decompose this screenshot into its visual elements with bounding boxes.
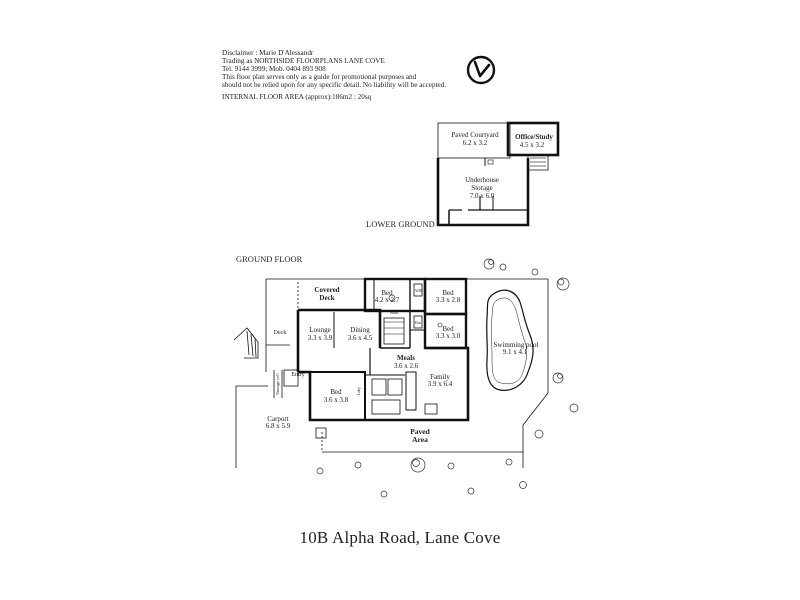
disclaimer-line: This floor plan serves only as a guide f…	[222, 72, 417, 81]
underhouse-storage-walls	[436, 158, 530, 227]
disclaimer-line: should not be relied upon for any specif…	[222, 80, 447, 89]
covered-label: Covered	[314, 286, 339, 294]
office-study-label: Office/Study	[515, 133, 553, 141]
swimming-pool-label: Swimming pool	[494, 341, 539, 349]
ens-label: Ens	[415, 320, 421, 325]
wir-label: WIR	[415, 288, 423, 293]
meals-label: Meals	[397, 354, 415, 362]
paved-courtyard-outline	[437, 122, 511, 159]
office-study-dims: 4.5 x 3.2	[520, 141, 545, 149]
underhouse-storage-dims: 7.0 x 6.0	[470, 192, 495, 200]
disclaimer-block: Disclaimer : Marie D'Alessandr Trading a…	[222, 49, 447, 90]
tree-icon	[467, 487, 475, 495]
area-label: Area	[412, 435, 428, 444]
bed-top-label: Bed	[381, 289, 393, 297]
family-dims: 3.9 x 6.4	[428, 380, 453, 388]
entry-label: Entry	[291, 372, 304, 378]
bath-label: Bath	[390, 310, 398, 315]
lounge-dims: 3.3 x 3.9	[308, 334, 333, 342]
ground-floor-site	[233, 278, 549, 468]
disclaimer-line: Trading as NORTHSIDE FLOORPLANS LANE COV…	[222, 56, 385, 65]
deck-covered-label: Deck	[319, 294, 334, 302]
lower-ground-labels: Paved Courtyard 6.2 x 3.2 Office/Study 4…	[366, 131, 553, 229]
disclaimer-line: Tel. 9144 3999; Mob. 0404 893 908	[222, 64, 326, 73]
tree-icon	[505, 458, 513, 466]
tree-icon	[556, 277, 570, 291]
bed-top-dims: 4.2 x 2.7	[375, 296, 400, 304]
dining-dims: 3.6 x 4.5	[348, 334, 373, 342]
ground-floor-labels: Covered Deck Bed 4.2 x 2.7 Bed 3.3 x 2.8…	[266, 286, 539, 444]
lower-ground-plan	[436, 121, 560, 227]
landscape-trees	[316, 258, 579, 498]
deck-label: Deck	[274, 330, 287, 336]
tree-icon	[354, 461, 362, 469]
ground-floor-walls	[283, 277, 470, 439]
tree-icon	[519, 481, 527, 489]
tree-icon	[447, 462, 455, 470]
disclaimer-line: Disclaimer : Marie D'Alessandr	[222, 49, 314, 57]
paved-label: Paved	[410, 427, 430, 436]
paved-courtyard-label: Paved Courtyard	[451, 131, 499, 139]
tree-icon	[380, 490, 388, 498]
tree-icon	[316, 467, 324, 475]
storage-cell-label: Storage cell	[275, 373, 280, 395]
bed-right-top-dims: 3.3 x 2.8	[436, 296, 461, 304]
tree-icon	[483, 258, 495, 270]
tree-icon	[569, 403, 579, 413]
office-study-walls	[506, 121, 560, 157]
swimming-pool-outline	[486, 289, 534, 391]
storage-label: Storage	[471, 184, 492, 192]
dining-label: Dining	[350, 326, 370, 334]
bed-bottom-label: Bed	[330, 388, 342, 396]
family-label: Family	[430, 373, 450, 381]
ldry-label: Ldry	[356, 387, 361, 395]
bed-right-mid-dims: 3.3 x 3.0	[436, 332, 461, 340]
tree-icon	[552, 372, 564, 384]
tree-icon	[499, 263, 507, 271]
swimming-pool-dims: 9.1 x 4.1	[503, 348, 528, 356]
ground-floor-title: GROUND FLOOR	[236, 254, 303, 264]
paved-courtyard-dims: 6.2 x 3.2	[463, 139, 488, 147]
carport-label: Carport	[267, 415, 288, 423]
tree-icon	[410, 457, 426, 473]
lounge-label: Lounge	[309, 326, 330, 334]
bed-right-mid-label: Bed	[442, 325, 454, 333]
tree-icon	[531, 268, 539, 276]
property-address: 10B Alpha Road, Lane Cove	[299, 528, 501, 547]
tree-icon	[534, 429, 544, 439]
bed-bottom-dims: 3.6 x 3.8	[324, 396, 349, 404]
floorplan-company-logo-icon	[466, 55, 496, 85]
bed-right-top-label: Bed	[442, 289, 454, 297]
lower-ground-title: LOWER GROUND	[366, 219, 435, 229]
internal-floor-area: INTERNAL FLOOR AREA (approx):186m2 : 20s…	[222, 93, 372, 101]
carport-dims: 6.8 x 5.9	[266, 422, 291, 430]
meals-dims: 3.6 x 2.6	[394, 362, 419, 370]
underhouse-label: Underhouse	[465, 176, 499, 184]
